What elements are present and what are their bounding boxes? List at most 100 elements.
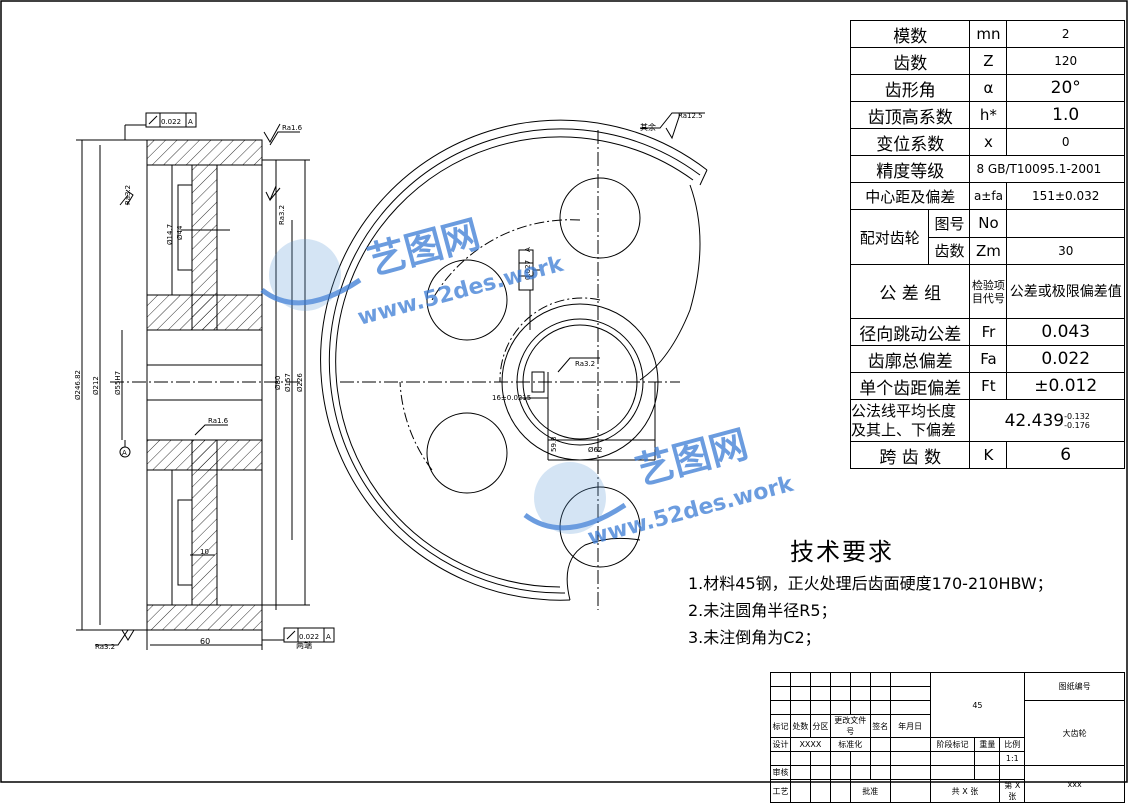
dim-hole2: Ø44 xyxy=(176,225,184,240)
mate-drawing-no-label: 图号 xyxy=(929,210,970,238)
param-symbol: x xyxy=(969,128,1008,156)
two-ends-label: 两端 xyxy=(296,640,312,650)
param-name: 中心距及偏差 xyxy=(849,182,971,210)
datum-a-bottom: A xyxy=(326,633,331,641)
dim-hole: Ø14.7 xyxy=(166,224,174,245)
param-value: ±0.012 xyxy=(1006,372,1125,400)
watermark-1: 艺图网 www.52des.work xyxy=(260,212,567,331)
material-cell: 45 xyxy=(929,672,1026,738)
param-value: 0.043 xyxy=(1006,318,1125,346)
param-symbol: h* xyxy=(969,101,1008,129)
audit-label: 审核 xyxy=(770,765,791,780)
param-value: 20° xyxy=(1006,74,1125,102)
rest-label: 其余 xyxy=(640,122,656,132)
param-value: 6 xyxy=(1006,441,1125,469)
param-symbol: Ft xyxy=(969,372,1008,400)
param-symbol: Zm xyxy=(969,236,1008,265)
param-symbol: Fa xyxy=(969,345,1008,373)
param-symbol: α xyxy=(969,74,1008,102)
company-name: xxx xyxy=(1024,765,1125,803)
param-symbol: mn xyxy=(969,20,1008,48)
stage-mark-label: 阶段标记 xyxy=(929,737,976,752)
designer-name: XXXX xyxy=(789,737,831,752)
scale-value: 1:1 xyxy=(999,751,1026,766)
check-code-label: 检验项目代号 xyxy=(969,264,1008,319)
param-value: 0 xyxy=(1006,128,1125,156)
tolerance-value-label: 公差或极限偏差值 xyxy=(1006,264,1125,319)
param-symbol: K xyxy=(969,441,1008,469)
tech-item: 3.未注倒角为C2； xyxy=(688,628,821,647)
datum-a-top: A xyxy=(188,118,193,126)
count-label: 处数 xyxy=(789,714,811,738)
ra-rest-label: Ra12.5 xyxy=(678,112,703,120)
param-value: 120 xyxy=(1006,47,1125,75)
bore-dim: Ø62 xyxy=(588,446,602,454)
mark-label: 标记 xyxy=(770,714,791,738)
ra-side-label: Ra3.2 xyxy=(124,185,132,205)
tol-value-top: 0.022 xyxy=(161,118,181,126)
sym-tol-value: 0.027 xyxy=(524,260,532,280)
param-value: 151±0.032 xyxy=(1006,182,1125,210)
ra-mid-label: Ra1.6 xyxy=(208,417,229,425)
ra-top-label: Ra1.6 xyxy=(282,124,303,132)
svg-text:艺图网: 艺图网 xyxy=(363,212,485,284)
part-name: 大齿轮 xyxy=(1024,700,1125,766)
param-name: 齿数 xyxy=(849,47,971,75)
param-value: 2 xyxy=(1006,20,1125,48)
param-name: 齿形角 xyxy=(849,74,971,102)
mate-teeth-label: 齿数 xyxy=(934,242,965,261)
front-view xyxy=(320,112,708,610)
tolerance-group-label: 公 差 组 xyxy=(849,264,971,319)
param-name: 单个齿距偏差 xyxy=(849,372,971,400)
change-doc-label: 更改文件号 xyxy=(829,714,871,738)
param-value: 1.0 xyxy=(1006,101,1125,129)
param-name: 齿顶高系数 xyxy=(849,101,971,129)
svg-text:A: A xyxy=(122,449,127,457)
dim-80: Ø80 xyxy=(274,376,282,390)
param-symbol: Z xyxy=(969,47,1008,75)
drawing-no-label: 图纸编号 xyxy=(1024,672,1125,701)
tech-item: 2.未注圆角半径R5； xyxy=(688,601,837,620)
dim-bore: Ø55H7 xyxy=(114,371,122,395)
scale-label: 比例 xyxy=(999,737,1026,752)
param-symbol: No xyxy=(969,209,1008,238)
dim-od: Ø246.82 xyxy=(74,370,82,400)
tolerance-frame-top xyxy=(145,112,335,643)
normal-length-label: 公法线平均长度及其上、下偏差 xyxy=(849,399,971,442)
normal-length-value: 42.439-0.132-0.176 xyxy=(969,399,1125,442)
dim-width: 60 xyxy=(200,637,210,646)
param-name: 变位系数 xyxy=(849,128,971,156)
param-symbol: a±fa xyxy=(969,182,1008,210)
sym-datum: A xyxy=(524,247,532,252)
ra-hub-label: Ra3.2 xyxy=(278,205,286,225)
datum-marker: A xyxy=(119,440,131,458)
dim-226: Ø226 xyxy=(296,373,304,392)
param-value: 0.022 xyxy=(1006,345,1125,373)
param-value xyxy=(1006,209,1125,238)
key-width-dim: 16±0.0215 xyxy=(492,394,531,402)
design-label: 设计 xyxy=(770,737,791,752)
param-name: 径向跳动公差 xyxy=(849,318,971,346)
param-symbol: Fr xyxy=(969,318,1008,346)
key-ra-label: Ra3.2 xyxy=(575,360,595,368)
sign-label: 签名 xyxy=(869,714,891,738)
tol-value-bottom: 0.022 xyxy=(299,633,319,641)
param-name: 模数 xyxy=(849,20,971,48)
section-view xyxy=(76,124,310,650)
gear-drawing: 0.022 A 0.022 A Ra1.6 Ra3.2 Ra1.6 60 10 … xyxy=(0,0,1128,783)
date-label: 年月日 xyxy=(889,714,931,738)
param-name: 跨 齿 数 xyxy=(849,441,971,469)
tech-requirements-title: 技术要求 xyxy=(790,538,894,566)
dim-212: Ø212 xyxy=(92,376,100,395)
mate-gear-label: 配对齿轮 xyxy=(859,228,920,247)
param-value: 8 GB/T10095.1-2001 xyxy=(969,155,1125,183)
tech-item: 1.材料45钢，正火处理后齿面硬度170-210HBW； xyxy=(688,574,1053,593)
zone-label: 分区 xyxy=(809,714,831,738)
dim-10: 10 xyxy=(200,548,209,556)
key-depth-dim: 59.3 xyxy=(550,436,558,452)
dim-157: Ø157 xyxy=(284,373,292,392)
param-value: 30 xyxy=(1006,236,1125,265)
roughness-symbols xyxy=(121,113,681,641)
